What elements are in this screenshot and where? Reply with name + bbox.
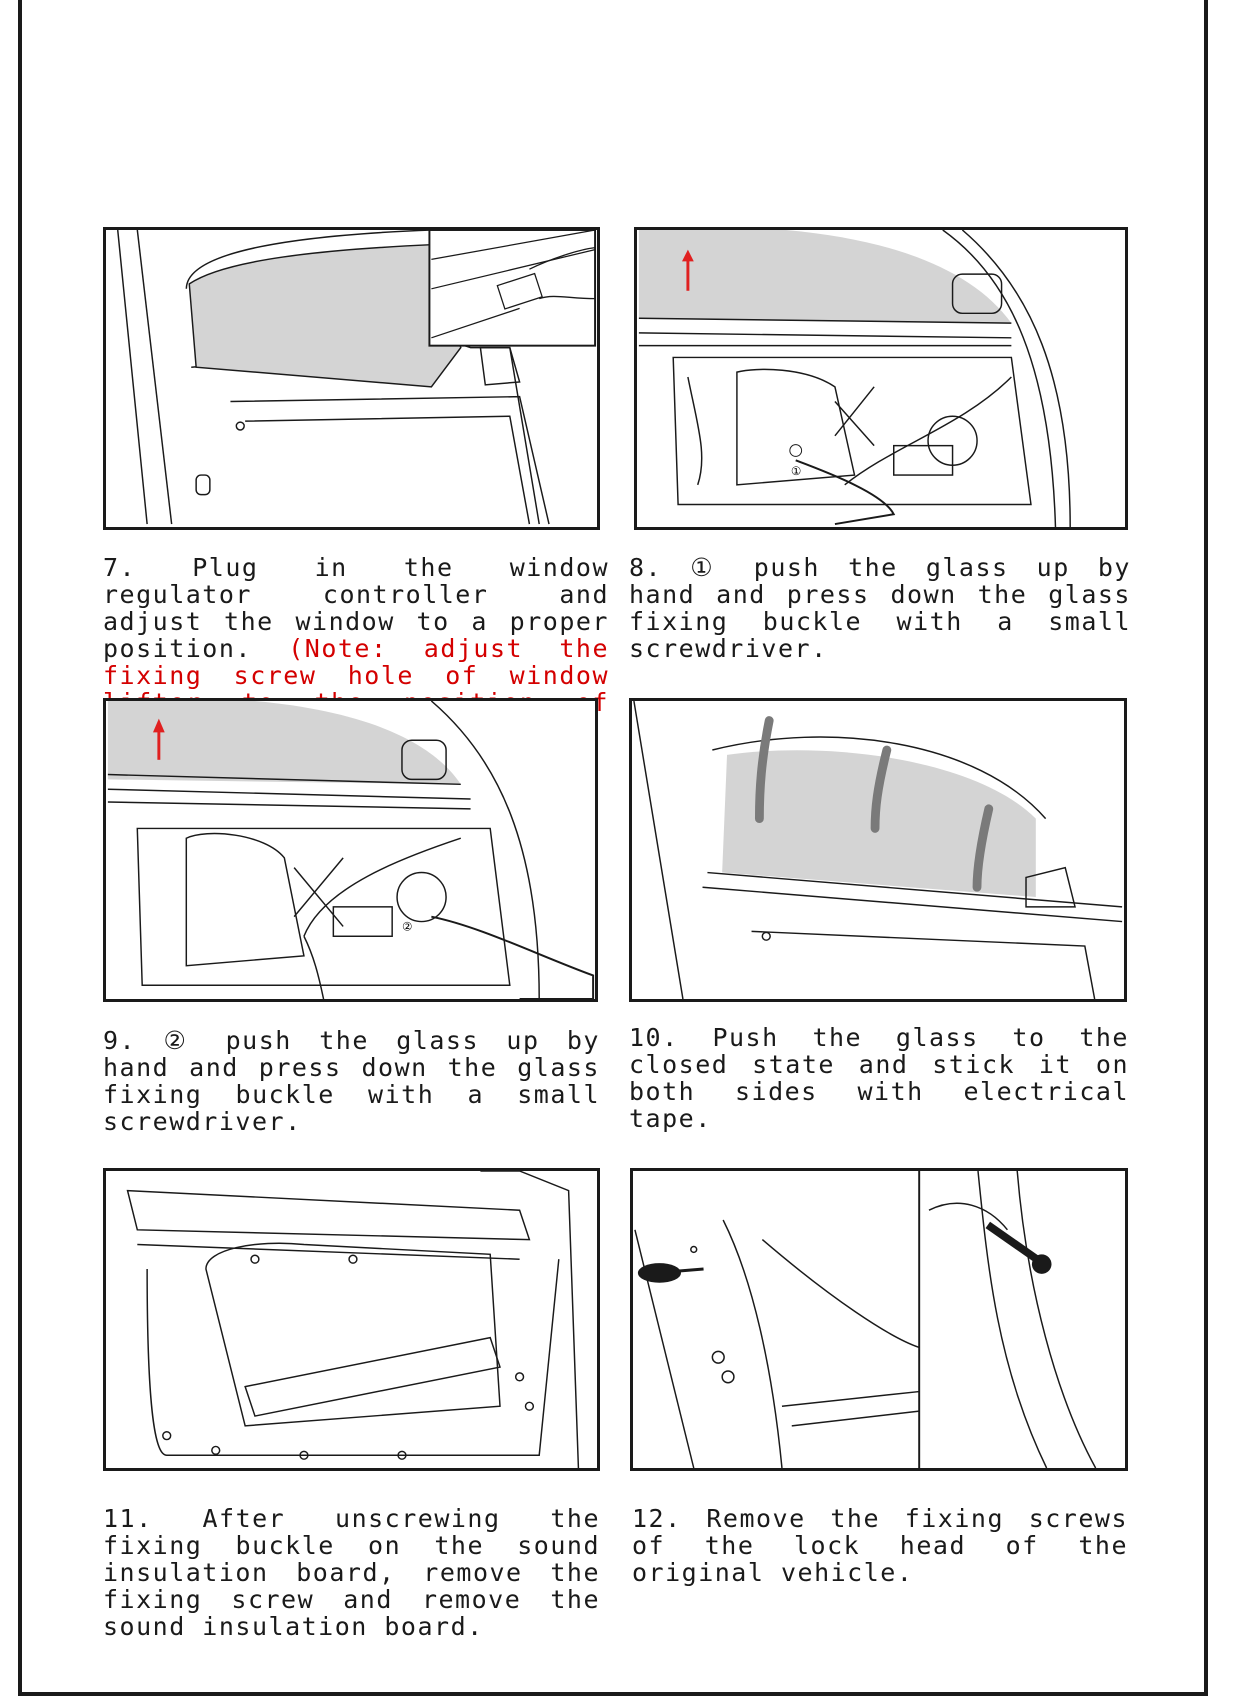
figure-step-8: ①	[634, 227, 1128, 530]
figure-step-10	[629, 698, 1127, 1002]
figure-step-11	[103, 1168, 600, 1471]
door-inner-panel-illustration	[126, 1171, 580, 1468]
figure-step-7	[103, 227, 600, 530]
door-push-glass-illustration: ①	[638, 230, 1071, 527]
step-8-text: 8. ① push the glass up by hand and press…	[629, 553, 1131, 663]
step-10-caption: 10. Push the glass to the closed state a…	[629, 1024, 1129, 1132]
step-9-caption: 9. ② push the glass up by hand and press…	[103, 1027, 600, 1135]
step-11-text: 11. After unscrewing the fixing buckle o…	[103, 1504, 600, 1641]
step-8-caption: 8. ① push the glass up by hand and press…	[629, 554, 1131, 662]
red-up-arrow-icon	[682, 249, 694, 291]
callout-2-label: ②	[402, 919, 413, 933]
step-7-text: 7. Plug in the window regulator controll…	[103, 553, 609, 663]
figure-step-9: ②	[103, 698, 598, 1002]
lock-head-screw-removal-illustration	[634, 1171, 1097, 1468]
step-12-caption: 12. Remove the fixing screws of the lock…	[632, 1505, 1128, 1586]
red-up-arrow-icon	[152, 718, 165, 760]
step-10-text: 10. Push the glass to the closed state a…	[629, 1023, 1129, 1133]
callout-1-label: ①	[791, 464, 802, 478]
door-taped-glass-illustration	[633, 701, 1123, 999]
figure-step-12	[630, 1168, 1128, 1471]
step-9-text: 9. ② push the glass up by hand and press…	[103, 1026, 600, 1136]
door-push-glass-second-illustration: ②	[107, 701, 595, 999]
door-window-regulator-illustration	[116, 230, 597, 525]
step-11-caption: 11. After unscrewing the fixing buckle o…	[103, 1505, 600, 1640]
step-7-caption: 7. Plug in the window regulator controll…	[103, 554, 609, 743]
ratchet-wrench-icon	[985, 1221, 1052, 1274]
screwdriver-icon	[637, 1263, 704, 1283]
electrical-tape-strips	[754, 716, 994, 892]
step-12-text: 12. Remove the fixing screws of the lock…	[632, 1504, 1128, 1587]
